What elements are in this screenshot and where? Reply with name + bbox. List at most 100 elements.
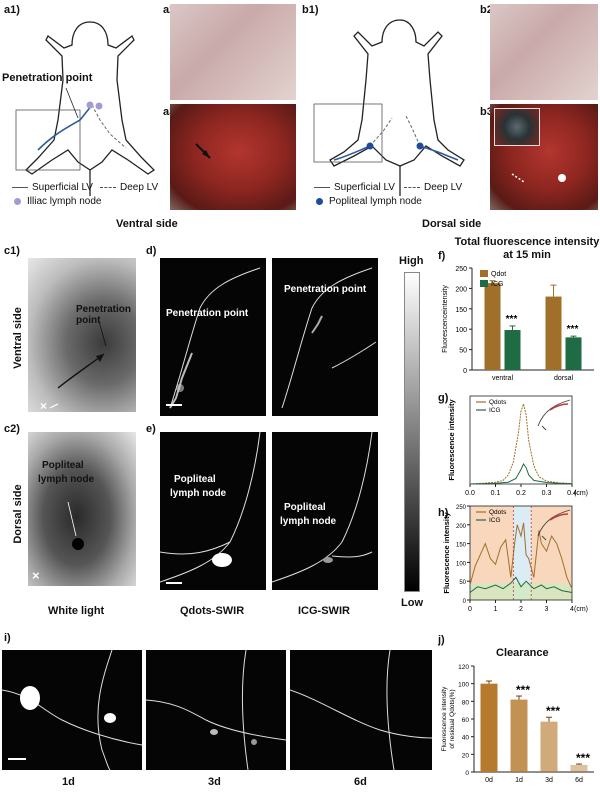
- f-y-tick-label: 50: [459, 348, 467, 355]
- penetration-point-label: Penetration point: [2, 72, 93, 84]
- chart-g-series-icg: [469, 463, 573, 485]
- j-significance: ***: [576, 751, 590, 765]
- chart-h-y-tick-label: 150: [456, 543, 467, 549]
- j-bar: [570, 764, 588, 772]
- swir-i-3d: [146, 650, 286, 770]
- panel-label-h: h): [438, 507, 449, 519]
- photo-a3: [170, 104, 296, 210]
- j-significance: ***: [516, 683, 530, 697]
- f-bar-icg: [565, 337, 582, 370]
- legend-superficial-lv-b: Superficial LV: [314, 182, 395, 193]
- scale-bar-d: [166, 404, 182, 406]
- chart-h-legend-label: Qdots: [489, 509, 507, 516]
- panel-label-b1: b1): [302, 4, 319, 16]
- chart-g-x-tick-label: 0.2: [516, 490, 526, 497]
- f-bar-qdot: [545, 296, 562, 370]
- f-y-tick-label: 200: [455, 286, 467, 293]
- panel-label-j: j): [438, 634, 445, 646]
- e-right-label-1: Popliteal: [284, 502, 326, 513]
- column-icg-swir: ICG-SWIR: [298, 605, 350, 617]
- colorbar-low: Low: [401, 597, 423, 609]
- mouse-dorsal-diagram: [313, 19, 465, 196]
- f-legend-label: ICG: [491, 281, 503, 288]
- chart-h-x-tick-label: 3: [545, 606, 549, 613]
- panel-label-i: i): [4, 632, 11, 644]
- chart-h-y-tick-label: 0: [463, 599, 467, 605]
- f-legend-swatch: [480, 270, 488, 277]
- h-region-band: [470, 583, 572, 600]
- dorsal-side-row-label: Dorsal side: [12, 484, 24, 544]
- f-y-tick-label: 0: [463, 368, 467, 375]
- panel-label-f: f): [438, 250, 446, 262]
- chart-h-x-tick-label: 0: [468, 606, 472, 613]
- colorbar: [404, 272, 420, 592]
- dorsal-side-caption: Dorsal side: [422, 218, 482, 230]
- column-qdots-swir: Qdots-SWIR: [180, 605, 245, 617]
- chart-f-title: Total fluorescence intensity at 15 min: [454, 236, 600, 261]
- ventral-side-caption: Ventral side: [116, 218, 178, 230]
- j-x-tick-label: 3d: [545, 777, 553, 784]
- j-x-tick-label: 6d: [575, 777, 583, 784]
- photo-c2: × Popliteal lymph node: [28, 432, 136, 586]
- e-left-label-2: lymph node: [170, 488, 227, 499]
- chart-g-legend-label: ICG: [489, 407, 501, 414]
- i-caption-6d: 6d: [354, 776, 367, 788]
- j-bar: [480, 683, 498, 772]
- column-white-light: White light: [48, 605, 105, 617]
- f-legend-label: Qdot: [491, 271, 506, 278]
- i-caption-3d: 3d: [208, 776, 221, 788]
- chart-h-y-label: Fluorescence intensity: [442, 512, 451, 594]
- chart-h-leg-inset-vessel: [549, 513, 569, 521]
- chart-h-legend-label: ICG: [489, 517, 501, 524]
- legend-deep-lv-b: Deep LV: [404, 182, 462, 193]
- panel-label-a1: a1): [4, 4, 20, 16]
- c1-penetration-label: Penetration point: [76, 304, 132, 326]
- j-y-tick-label: 80: [462, 699, 470, 706]
- chart-h-x-tick-label: 4: [570, 606, 574, 613]
- j-y-tick-label: 0: [465, 770, 469, 777]
- panel-label-d: d): [146, 245, 157, 257]
- f-legend-swatch: [480, 280, 488, 287]
- chart-f: 050100150200250Fluorescenceintensity***v…: [442, 266, 594, 382]
- chart-g-y-label: Fluorescence intensity: [447, 399, 456, 481]
- inset-b3: [494, 108, 540, 146]
- f-significance: ***: [506, 314, 518, 325]
- j-bar: [540, 721, 558, 772]
- chart-g-legend-label: Qdots: [489, 399, 507, 406]
- j-y-tick-label: 120: [458, 664, 469, 671]
- chart-g-x-tick-label: 0.0: [465, 490, 475, 497]
- mouse-ventral-diagram: [15, 21, 156, 196]
- chart-h-y-tick-label: 200: [456, 524, 467, 530]
- colorbar-high: High: [399, 255, 424, 267]
- f-y-tick-label: 150: [455, 307, 467, 314]
- chart-h-y-tick-label: 100: [456, 561, 467, 567]
- f-bar-icg: [504, 330, 521, 370]
- f-significance: ***: [567, 324, 579, 335]
- i-caption-1d: 1d: [62, 776, 75, 788]
- chart-h-series-icg: [469, 576, 573, 593]
- f-y-tick-label: 250: [455, 266, 467, 273]
- panel-a: a1) Penetration point Superficial LV Dee…: [0, 0, 300, 235]
- chart-h-x-tick-label: 1: [494, 606, 498, 613]
- h-region: [513, 506, 532, 600]
- j-significance: ***: [546, 704, 560, 718]
- svg-text:×: ×: [32, 568, 40, 583]
- panel-label-g: g): [438, 392, 449, 404]
- j-y-tick-label: 40: [462, 735, 470, 742]
- e-left-label-1: Popliteal: [174, 474, 216, 485]
- legend-popliteal-node: Popliteal lymph node: [316, 196, 422, 207]
- legend-superficial-lv: Superficial LV: [12, 182, 93, 193]
- j-x-tick-label: 1d: [515, 777, 523, 784]
- ventral-side-row-label: Ventral side: [12, 307, 24, 369]
- legend-iliac-node: Illiac lymph node: [14, 196, 101, 207]
- chart-h-x-tick-label: 2: [519, 606, 523, 613]
- e-right-label-2: lymph node: [280, 516, 337, 527]
- f-y-tick-label: 100: [455, 327, 467, 334]
- panel-label-c2: c2): [4, 423, 20, 435]
- f-bar-qdot: [484, 283, 501, 370]
- photo-a2: [170, 4, 296, 100]
- svg-text:×: ×: [40, 399, 47, 412]
